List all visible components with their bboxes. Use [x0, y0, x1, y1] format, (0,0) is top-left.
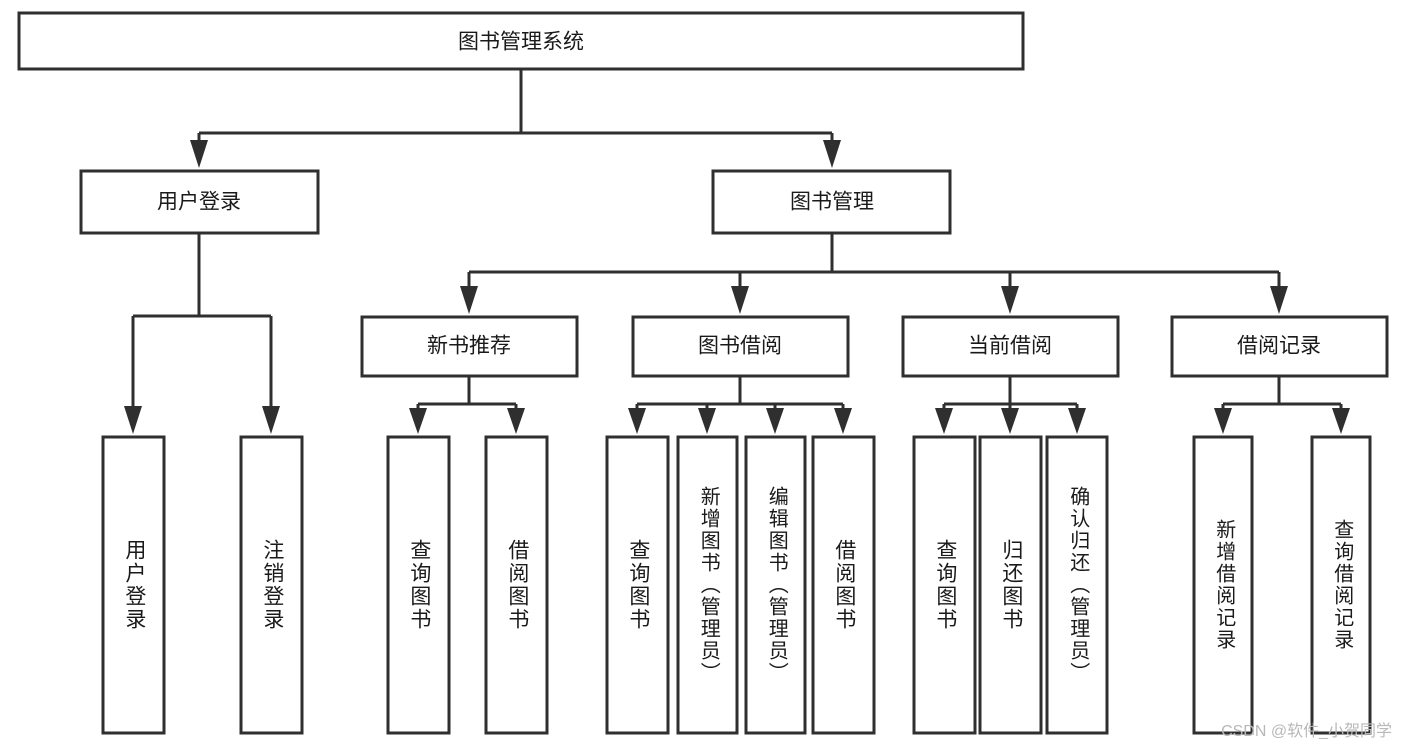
leaf-box-borrow-book-1[interactable]: [484, 435, 549, 735]
node-new-book-recommend-box[interactable]: [360, 315, 579, 378]
node-new-book-recommend-label: 新书推荐: [427, 335, 511, 358]
connector-group-borrow-record: [1214, 377, 1350, 434]
leaf-box-query-book-1[interactable]: [386, 435, 451, 735]
arrow-head-br-leaf2: [1332, 408, 1350, 434]
leaf-label-logout: 注销登录: [260, 539, 284, 631]
arrow-head-to-book-management: [823, 140, 841, 168]
arrow-head-nbr-leaf1: [409, 408, 427, 434]
node-book-management-label: 图书管理: [790, 191, 874, 214]
leaf-label-add-borrow-record: 新增借阅记录: [1212, 519, 1235, 651]
leaf-label-borrow-book-1: 借阅图书: [505, 539, 529, 631]
node-root-box[interactable]: [17, 11, 1025, 71]
arrow-head-to-leaf-logout: [262, 406, 280, 434]
node-user-login[interactable]: 用户登录: [79, 169, 320, 235]
leaf-box-borrow-book-2[interactable]: [811, 435, 876, 735]
node-root-label: 图书管理系统: [458, 31, 584, 54]
arrow-head-cb-leaf1: [935, 408, 953, 434]
node-user-login-box[interactable]: [79, 169, 320, 235]
leaf-box-confirm-return[interactable]: [1045, 435, 1109, 735]
leaf-label-add-book: 新增图书（管理员）: [697, 486, 720, 684]
node-book-borrow-box[interactable]: [631, 315, 850, 378]
arrow-head-cb-leaf2: [1001, 408, 1019, 434]
node-book-borrow-label: 图书借阅: [698, 335, 782, 358]
arrow-head-to-current-borrow: [1001, 286, 1019, 314]
node-current-borrow-label: 当前借阅: [968, 335, 1052, 358]
leaf-box-edit-book[interactable]: [744, 435, 807, 735]
leaf-box-add-borrow-record[interactable]: [1192, 435, 1254, 735]
node-book-management[interactable]: 图书管理: [711, 169, 952, 235]
arrow-head-nbr-leaf2: [507, 408, 525, 434]
leaf-box-logout[interactable]: [239, 435, 304, 735]
connector-group-user-login: [124, 234, 280, 434]
arrow-head-to-borrow-record: [1270, 286, 1288, 314]
connector-group-book-borrow: [628, 377, 852, 434]
node-user-login-label: 用户登录: [157, 191, 241, 214]
arrow-head-to-book-borrow: [731, 286, 749, 314]
leaf-box-user-login[interactable]: [101, 435, 166, 735]
leaf-label-return-book: 归还图书: [999, 539, 1023, 631]
arrow-head-to-user-login: [190, 140, 208, 168]
node-current-borrow[interactable]: 当前借阅: [901, 315, 1120, 378]
arrow-head-bb-leaf4: [834, 408, 852, 434]
arrow-head-bb-leaf3: [766, 408, 784, 434]
leaf-label-query-book-1: 查询图书: [407, 539, 431, 631]
leaf-label-query-book-2: 查询图书: [626, 539, 650, 631]
csdn-watermark: CSDN @软件_小贺同学: [1221, 723, 1392, 740]
leaf-label-user-login: 用户登录: [122, 539, 146, 631]
node-borrow-record[interactable]: 借阅记录: [1170, 315, 1389, 378]
arrow-head-bb-leaf1: [628, 408, 646, 434]
node-borrow-record-box[interactable]: [1170, 315, 1389, 378]
connector-group-new-book-rec: [409, 377, 525, 434]
arrow-head-bb-leaf2: [698, 408, 716, 434]
leaf-box-return-book[interactable]: [978, 435, 1043, 735]
node-new-book-recommend[interactable]: 新书推荐: [360, 315, 579, 378]
node-borrow-record-label: 借阅记录: [1237, 335, 1321, 358]
node-root[interactable]: 图书管理系统: [17, 11, 1025, 71]
node-book-borrow[interactable]: 图书借阅: [631, 315, 850, 378]
leaf-box-query-book-3[interactable]: [912, 435, 977, 735]
connector-group-book-management: [460, 234, 1288, 314]
connector-group-root: [190, 70, 841, 168]
leaf-label-query-book-3: 查询图书: [933, 539, 957, 631]
arrow-head-to-new-book-rec: [460, 286, 478, 314]
leaf-box-query-borrow-record[interactable]: [1310, 435, 1372, 735]
leaf-label-confirm-return: 确认归还（管理员）: [1066, 486, 1089, 684]
node-current-borrow-box[interactable]: [901, 315, 1120, 378]
node-book-management-box[interactable]: [711, 169, 952, 235]
arrow-head-cb-leaf3: [1068, 408, 1086, 434]
leaf-label-query-borrow-record: 查询借阅记录: [1330, 519, 1353, 651]
arrow-head-br-leaf1: [1214, 408, 1232, 434]
leaf-label-borrow-book-2: 借阅图书: [832, 539, 856, 631]
leaf-box-query-book-2[interactable]: [605, 435, 670, 735]
connector-group-current-borrow: [935, 377, 1086, 434]
leaf-box-add-book[interactable]: [676, 435, 739, 735]
arrow-head-to-leaf-user-login: [124, 406, 142, 434]
leaf-label-edit-book: 编辑图书（管理员）: [765, 486, 788, 684]
